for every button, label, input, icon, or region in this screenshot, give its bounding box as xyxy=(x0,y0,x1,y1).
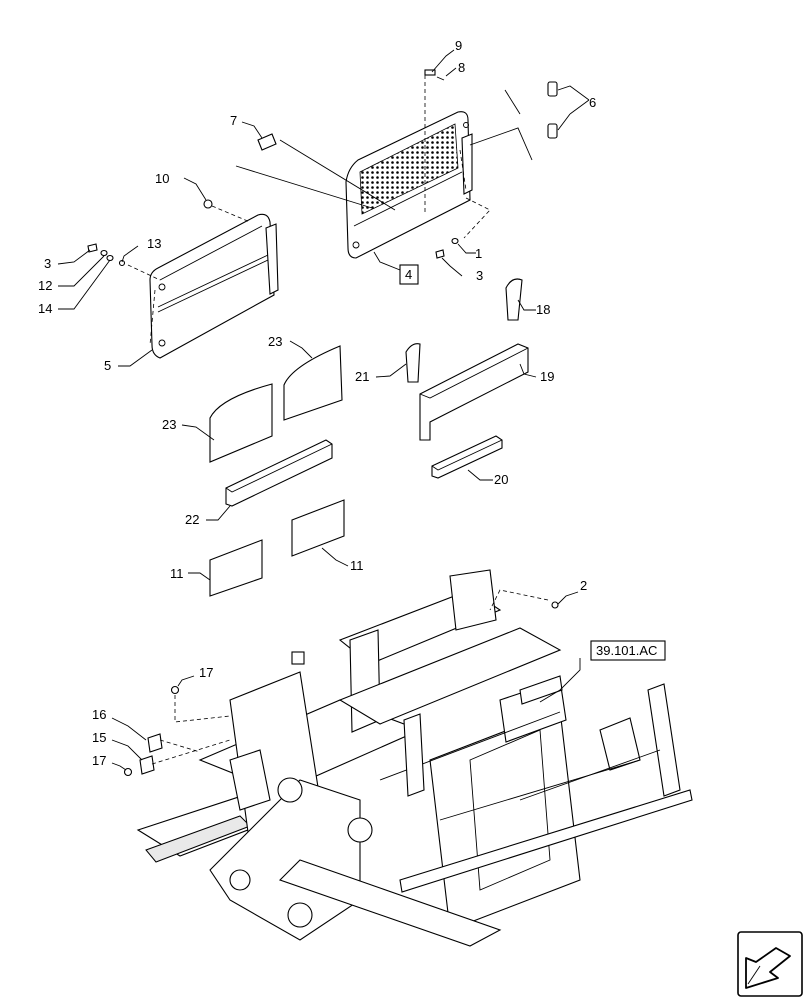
callout-21: 21 xyxy=(355,369,369,384)
callout-16: 16 xyxy=(92,707,106,722)
leader-lines xyxy=(57,49,590,771)
callout-10: 10 xyxy=(155,171,169,186)
callout-14: 14 xyxy=(38,301,52,316)
callout-13: 13 xyxy=(147,236,161,251)
callout-12: 12 xyxy=(38,278,52,293)
callout-23-left: 23 xyxy=(162,417,176,432)
reference-link[interactable]: 39.101.AC xyxy=(590,640,666,661)
callout-19: 19 xyxy=(540,369,554,384)
callout-6: 6 xyxy=(589,95,596,110)
callout-3-right: 3 xyxy=(476,268,483,283)
callout-1: 1 xyxy=(475,246,482,261)
callout-22: 22 xyxy=(185,512,199,527)
callout-4-box xyxy=(399,264,419,285)
reference-box[interactable] xyxy=(590,640,666,661)
callout-11-left: 11 xyxy=(170,566,184,581)
callout-17-upper: 17 xyxy=(199,665,213,680)
callout-9: 9 xyxy=(455,38,462,53)
small-hardware xyxy=(87,69,558,267)
foam-parts xyxy=(209,278,529,597)
callout-7: 7 xyxy=(230,113,237,128)
callout-labels: 9 8 6 7 10 13 3 12 14 5 1 3 4 18 21 19 2… xyxy=(38,38,596,768)
callout-5: 5 xyxy=(104,358,111,373)
callout-4: 4 xyxy=(405,267,412,282)
callout-20: 20 xyxy=(494,472,508,487)
callout-11-right: 11 xyxy=(350,558,364,573)
callout-17-lower: 17 xyxy=(92,753,106,768)
callout-18: 18 xyxy=(536,302,550,317)
callout-3-left: 3 xyxy=(44,256,51,271)
grille-panel-4 xyxy=(345,111,473,259)
arrow-next-icon[interactable] xyxy=(737,931,803,997)
reference-label[interactable]: 39.101.AC xyxy=(596,643,657,658)
callout-23-right: 23 xyxy=(268,334,282,349)
callout-15: 15 xyxy=(92,730,106,745)
callout-8: 8 xyxy=(458,60,465,75)
assembly-lines xyxy=(127,75,549,765)
upper-frame-assembly xyxy=(123,569,693,947)
side-panel-5 xyxy=(149,213,279,359)
callout-2: 2 xyxy=(580,578,587,593)
